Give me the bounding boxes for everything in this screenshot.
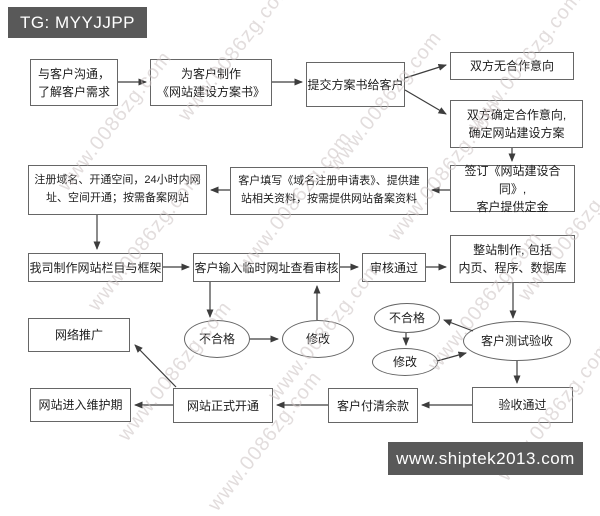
arrow-launch-to-promotion: [134, 344, 177, 388]
node-fail-right: 不合格: [374, 303, 440, 333]
arrow-revise-right-to-client-test: [436, 351, 467, 362]
arrow-submit-to-confirm-intent: [404, 89, 447, 115]
node-submit-proposal: 提交方案书给客户: [306, 62, 405, 107]
footer-url-badge: www.shiptek2013.com: [388, 442, 583, 475]
node-launch: 网站正式开通: [173, 388, 273, 423]
node-no-intent: 双方无合作意向: [450, 52, 574, 80]
node-review-pass: 审核通过: [362, 253, 426, 282]
node-client-review: 客户输入临时网址查看审核: [193, 253, 340, 282]
node-build-framework: 我司制作网站栏目与框架: [28, 253, 163, 282]
node-fail-left: 不合格: [184, 320, 250, 358]
header-tag-badge: TG: MYYJJPP: [8, 7, 147, 38]
arrow-client-test-to-fail-right: [443, 319, 474, 332]
node-final-payment: 客户付清余款: [328, 388, 418, 423]
node-client-test: 客户测试验收: [463, 321, 571, 361]
node-promotion: 网络推广: [28, 318, 130, 352]
footer-url-text: www.shiptek2013.com: [396, 448, 575, 468]
flowchart-canvas: TG: MYYJJPP www.shiptek2013.com: [8, 0, 600, 515]
node-maintenance: 网站进入维护期: [30, 388, 131, 422]
node-communicate: 与客户沟通， 了解客户需求: [30, 59, 118, 106]
node-acceptance: 验收通过: [472, 387, 573, 423]
node-revise-left: 修改: [282, 320, 354, 358]
arrow-submit-to-no-intent: [404, 63, 447, 79]
node-revise-right: 修改: [372, 348, 438, 376]
node-make-proposal: 为客户制作 《网站建设方案书》: [150, 59, 272, 106]
node-sign-contract: 签订《网站建设合同》, 客户提供定金: [450, 164, 575, 214]
node-full-build: 整站制作, 包括 内页、程序、数据库: [450, 235, 575, 283]
node-confirm-intent: 双方确定合作意向, 确定网站建设方案: [450, 100, 583, 148]
node-fill-form: 客户填写《域名注册申请表》、提供建 站相关资料，按需提供网站备案资料: [230, 167, 428, 215]
node-register-domain: 注册域名、开通空间，24小时内网 址、空间开通；按需备案网站: [28, 165, 207, 215]
header-tag-text: TG: MYYJJPP: [19, 12, 136, 32]
